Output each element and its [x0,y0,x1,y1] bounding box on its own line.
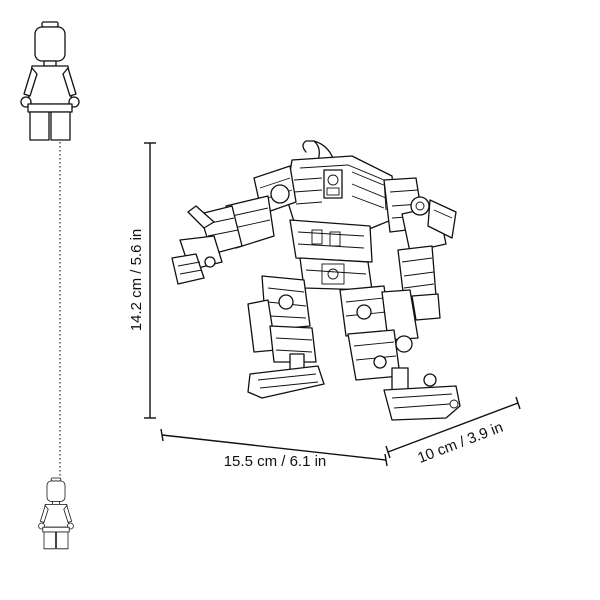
minifigure-bottom-icon [38,477,74,550]
width-dimension: 15.5 cm / 6.1 in [160,428,388,470]
width-dimension-label: 15.5 cm / 6.1 in [224,453,327,470]
minifigure-top-icon [20,21,80,141]
height-dimension: 14.2 cm / 5.6 in [128,142,156,419]
height-dimension-label: 14.2 cm / 5.6 in [128,229,145,332]
depth-dimension-label: 10 cm / 3.9 in [415,419,505,467]
mech-robot-icon [171,140,461,421]
